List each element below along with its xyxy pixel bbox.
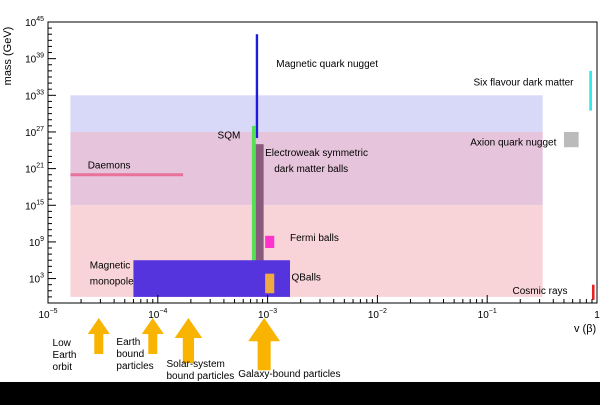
x-tick-base: 10: [258, 310, 270, 321]
arrow-galaxy-bound: [248, 318, 281, 371]
object-axion-quark-nugget: [563, 131, 579, 148]
object-label: Cosmic rays: [513, 286, 568, 297]
object-label: Magnetic: [90, 261, 131, 272]
y-tick-label: 103: [29, 273, 44, 286]
y-tick-label: 1039: [25, 53, 44, 66]
object-label: QBalls: [291, 273, 320, 284]
y-tick-label: 1021: [25, 163, 44, 176]
arrow-caption-galaxy-bound: Galaxy-bound particles: [238, 369, 340, 380]
region-region-purple: [70, 131, 543, 206]
x-tick-label: 10−5: [38, 308, 57, 321]
y-tick-exponent: 27: [36, 126, 44, 133]
y-tick-label: 1045: [25, 16, 44, 29]
arrow-caption-earth-bound: bound: [116, 349, 144, 360]
arrow-caption-solar-system-bound: Solar-system: [166, 359, 224, 370]
object-label: Axion quark nugget: [470, 138, 556, 149]
object-fermi-balls: [265, 235, 275, 249]
arrow-low-earth-orbit: [87, 318, 110, 354]
y-tick-base: 10: [29, 238, 41, 249]
object-label: monopole: [90, 276, 134, 287]
x-tick-label: 10−4: [148, 308, 167, 321]
y-tick-base: 10: [25, 18, 37, 29]
x-tick-label: 10−1: [478, 308, 497, 321]
x-tick-base: 10: [478, 310, 490, 321]
object-label: Fermi balls: [290, 233, 339, 244]
objects-layer: [70, 34, 595, 300]
arrow-caption-low-earth-orbit: orbit: [53, 362, 73, 373]
object-label: Magnetic quark nugget: [276, 59, 378, 70]
arrow-caption-earth-bound: Earth: [116, 337, 140, 348]
object-label: Six flavour dark matter: [473, 77, 574, 88]
object-six-flavour-dark-matter: [589, 70, 592, 111]
x-tick-exponent: −2: [379, 308, 387, 315]
y-tick-exponent: 15: [36, 199, 44, 206]
y-tick-label: 1027: [25, 126, 44, 139]
x-tick-label: 1: [594, 310, 600, 321]
y-tick-label: 109: [29, 236, 44, 249]
x-axis-label: v (β): [574, 323, 596, 335]
y-tick-exponent: 21: [36, 163, 44, 170]
x-tick-exponent: −3: [269, 308, 277, 315]
y-tick-base: 10: [25, 201, 37, 212]
object-label: Daemons: [88, 160, 131, 171]
arrow-caption-solar-system-bound: bound particles: [166, 371, 234, 382]
x-tick-base: 1: [594, 310, 600, 321]
arrow-earth-bound: [141, 318, 164, 354]
y-tick-base: 10: [25, 165, 37, 176]
y-tick-label: 1015: [25, 199, 44, 212]
arrow-caption-low-earth-orbit: Earth: [53, 350, 77, 361]
x-tick-base: 10: [368, 310, 380, 321]
y-tick-base: 10: [25, 91, 37, 102]
y-tick-exponent: 45: [36, 16, 44, 23]
x-tick-base: 10: [148, 310, 160, 321]
x-tick-exponent: −1: [489, 308, 497, 315]
object-label: Electroweak symmetric: [265, 148, 368, 159]
y-tick-exponent: 39: [36, 53, 44, 60]
x-tick-label: 10−3: [258, 308, 277, 321]
region-region-blue: [70, 95, 543, 132]
y-tick-label: 1033: [25, 89, 44, 102]
y-tick-exponent: 3: [40, 273, 44, 280]
y-tick-base: 10: [25, 128, 37, 139]
object-magnetic-quark-nugget: [255, 34, 259, 139]
y-axis-label: mass (GeV): [2, 27, 14, 86]
object-label: dark matter balls: [274, 164, 348, 175]
x-tick-exponent: −5: [50, 308, 58, 315]
object-qballs: [265, 273, 275, 294]
object-cosmic-rays: [591, 284, 595, 300]
object-electroweak-symmetric-dark-matter-balls: [255, 144, 264, 285]
y-tick-base: 10: [25, 55, 37, 66]
object-sqm: [251, 125, 256, 285]
object-magnetic-monopole: [133, 260, 291, 297]
y-tick-base: 10: [29, 275, 41, 286]
arrow-caption-low-earth-orbit: Low: [53, 338, 72, 349]
x-tick-base: 10: [38, 310, 50, 321]
object-label: SQM: [218, 130, 241, 141]
x-tick-label: 10−2: [368, 308, 387, 321]
y-tick-exponent: 9: [40, 236, 44, 243]
x-tick-exponent: −4: [159, 308, 167, 315]
y-tick-exponent: 33: [36, 89, 44, 96]
arrow-solar-system-bound: [174, 318, 203, 363]
arrow-caption-earth-bound: particles: [116, 361, 153, 372]
